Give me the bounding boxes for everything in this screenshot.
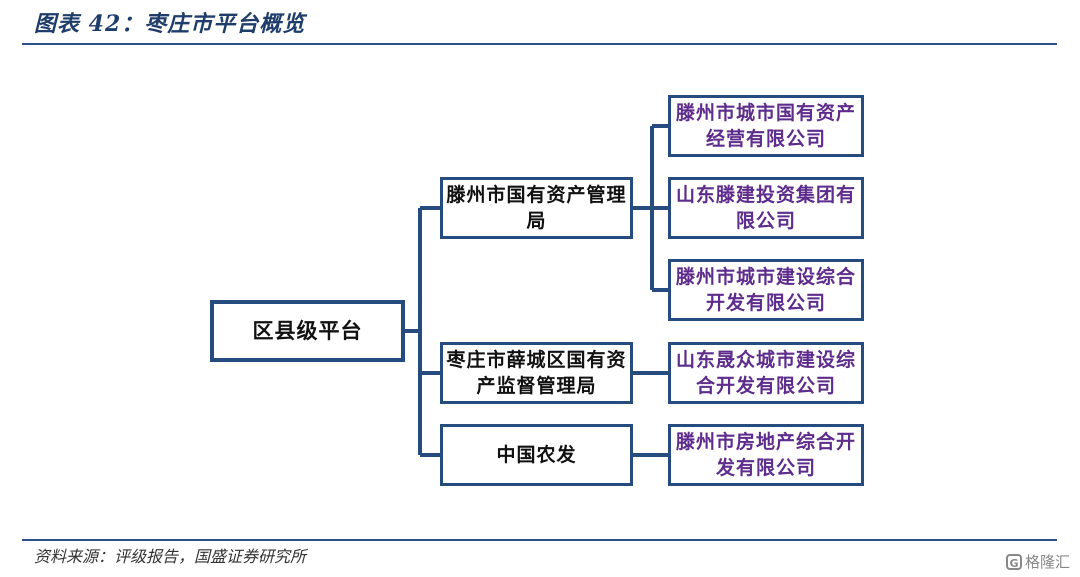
footer-divider — [22, 539, 1057, 541]
leaf-label: 滕州市房地产综合开发有限公司 — [675, 431, 856, 479]
leaf-node: 滕州市房地产综合开发有限公司 — [668, 424, 864, 486]
branch-node-xuecheng-sasac: 枣庄市薛城区国有资产监督管理局 — [440, 342, 633, 404]
branch-label: 中国农发 — [496, 444, 577, 466]
root-node: 区县级平台 — [210, 300, 405, 362]
branch-label: 枣庄市薛城区国有资产监督管理局 — [446, 349, 627, 397]
figure-title: 图表 42：枣庄市平台概览 — [34, 11, 306, 37]
leaf-label: 山东晟众城市建设综合开发有限公司 — [675, 349, 856, 397]
header-divider — [22, 43, 1057, 45]
leaf-node: 滕州市城市国有资产经营有限公司 — [668, 95, 864, 157]
leaf-node: 滕州市城市建设综合开发有限公司 — [668, 259, 864, 321]
watermark: 格隆汇 — [1005, 551, 1070, 572]
branch-node-china-agri-dev: 中国农发 — [440, 424, 633, 486]
branch-node-tengzhou-sasac: 滕州市国有资产管理局 — [440, 177, 633, 239]
leaf-label: 滕州市城市建设综合开发有限公司 — [675, 266, 856, 314]
leaf-label: 山东滕建投资集团有限公司 — [675, 184, 856, 232]
root-label: 区县级平台 — [252, 319, 363, 343]
gelonghui-logo-icon — [1005, 553, 1022, 570]
source-note: 资料来源：评级报告，国盛证券研究所 — [34, 547, 307, 566]
watermark-text: 格隆汇 — [1024, 553, 1070, 571]
leaf-label: 滕州市城市国有资产经营有限公司 — [675, 102, 856, 150]
leaf-node: 山东晟众城市建设综合开发有限公司 — [668, 342, 864, 404]
branch-label: 滕州市国有资产管理局 — [446, 184, 627, 232]
leaf-node: 山东滕建投资集团有限公司 — [668, 177, 864, 239]
